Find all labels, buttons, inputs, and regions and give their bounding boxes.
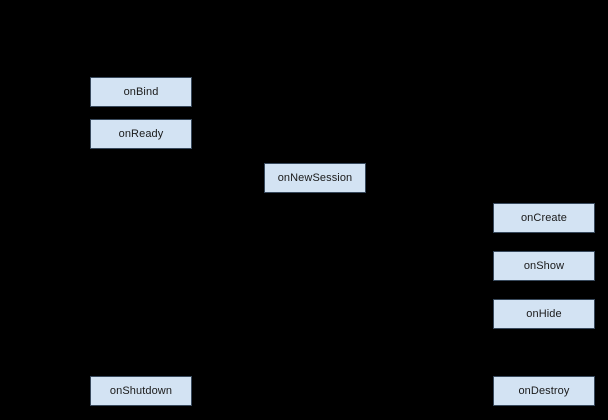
node-label: onShutdown (109, 384, 173, 397)
node-label: onCreate (520, 211, 568, 224)
edge-create-to-show (543, 233, 544, 251)
node-label: onReady (118, 127, 164, 140)
node-label: onBind (123, 85, 159, 98)
node-label: onShow (523, 259, 565, 272)
node-label: onHide (526, 307, 562, 320)
node-on-show[interactable]: onShow (493, 251, 595, 281)
node-on-ready[interactable]: onReady (90, 119, 192, 149)
edge-new-session-to-create (366, 178, 493, 179)
edge-show-to-hide (543, 281, 544, 299)
node-on-bind[interactable]: onBind (90, 77, 192, 107)
node-on-new-session[interactable]: onNewSession (264, 163, 366, 193)
edge-hide-to-destroy (543, 329, 544, 376)
node-on-shutdown[interactable]: onShutdown (90, 376, 192, 406)
node-on-destroy[interactable]: onDestroy (493, 376, 595, 406)
node-on-hide[interactable]: onHide (493, 299, 595, 329)
node-label: onNewSession (277, 171, 353, 184)
node-label: onDestroy (518, 384, 570, 397)
edge-ready-to-new-session (140, 178, 264, 179)
edge-bind-to-ready (140, 107, 141, 119)
node-on-create[interactable]: onCreate (493, 203, 595, 233)
edge-ready-to-shutdown (140, 149, 141, 376)
